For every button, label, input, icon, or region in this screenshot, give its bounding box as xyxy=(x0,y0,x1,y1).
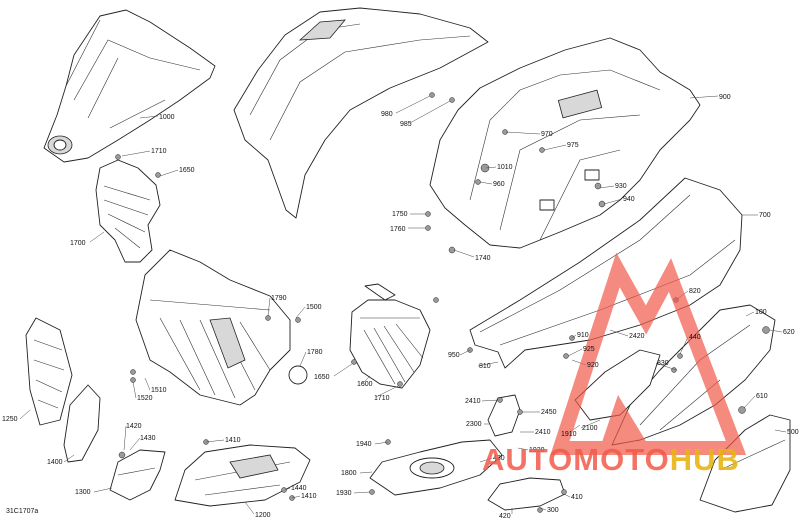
part-side-skirt xyxy=(574,349,661,421)
part-rear-body xyxy=(429,37,701,249)
callout-label: 2410 xyxy=(535,429,551,436)
callout-label: 1710 xyxy=(151,148,167,155)
callout-label: 1650 xyxy=(314,374,330,381)
part-lower-bumper xyxy=(109,449,166,501)
callout-labels: 1000 1710 1650 1700 1790 1500 1780 1510 … xyxy=(2,94,799,520)
callout-label: 975 xyxy=(567,142,579,149)
callout-label: 1700 xyxy=(70,240,86,247)
part-lower-guard xyxy=(487,477,566,511)
callout-label: 940 xyxy=(623,196,635,203)
callout-label: 1410 xyxy=(301,493,317,500)
callout-label: 830 xyxy=(657,360,669,367)
part-front-nose-cover xyxy=(43,9,216,163)
callout-label: 900 xyxy=(719,94,731,101)
callout-label: 700 xyxy=(759,212,771,219)
callout-label: 1300 xyxy=(75,489,91,496)
part-grille-insert xyxy=(349,283,431,389)
callout-label: 820 xyxy=(689,288,701,295)
callout-label: 1440 xyxy=(291,485,307,492)
part-left-side-panel xyxy=(25,317,101,463)
callout-label: 300 xyxy=(547,507,559,514)
callout-label: 1430 xyxy=(140,435,156,442)
callout-label: 1000 xyxy=(159,114,175,121)
callout-label: 1930 xyxy=(336,490,352,497)
watermark-text-part2: HUB xyxy=(669,442,740,477)
watermark-logo xyxy=(550,252,747,455)
callout-label: 620 xyxy=(783,329,795,336)
callout-label: 100 xyxy=(755,309,767,316)
callout-label: 1420 xyxy=(126,423,142,430)
callout-label: 1710 xyxy=(374,395,390,402)
callout-label: 1650 xyxy=(179,167,195,174)
callout-label: 930 xyxy=(615,183,627,190)
callout-label: 1010 xyxy=(497,164,513,171)
callout-label: 410 xyxy=(571,494,583,501)
callout-label: 1600 xyxy=(357,381,373,388)
callout-label: 985 xyxy=(400,121,412,128)
leader-lines xyxy=(19,95,787,515)
callout-label: 500 xyxy=(787,429,799,436)
callout-label: 2420 xyxy=(629,333,645,340)
callout-label: 960 xyxy=(493,181,505,188)
callout-label: 920 xyxy=(587,362,599,369)
watermark-text-part1: AUTOMOTO xyxy=(482,442,670,477)
part-seat xyxy=(469,177,743,369)
callout-label: 2100 xyxy=(582,425,598,432)
callout-label: 1780 xyxy=(307,349,323,356)
callout-label: 430 xyxy=(493,455,505,462)
callout-label: 1750 xyxy=(392,211,408,218)
callout-label: 610 xyxy=(756,393,768,400)
callout-label: 970 xyxy=(541,131,553,138)
diagram-code: 31C1707a xyxy=(6,508,39,515)
callout-label: 910 xyxy=(577,332,589,339)
callout-label: 1760 xyxy=(390,226,406,233)
callout-label: 980 xyxy=(381,111,393,118)
callout-label: 1250 xyxy=(2,416,18,423)
callout-label: 1800 xyxy=(341,470,357,477)
callout-label: 1920 xyxy=(529,447,545,454)
callout-label: 440 xyxy=(689,334,701,341)
part-round-cap xyxy=(288,365,308,385)
callout-label: 1520 xyxy=(137,395,153,402)
callout-label: 1940 xyxy=(356,441,372,448)
fasteners xyxy=(115,92,770,513)
callout-label: 1500 xyxy=(306,304,322,311)
part-hood xyxy=(233,7,489,219)
callout-label: 950 xyxy=(448,352,460,359)
callout-label: 1510 xyxy=(151,387,167,394)
callout-label: 1910 xyxy=(561,431,577,438)
part-side-cover xyxy=(174,444,311,507)
watermark-text: AUTOMOTOHUB xyxy=(482,442,740,478)
callout-label: 2300 xyxy=(466,421,482,428)
callout-label: 1790 xyxy=(271,295,287,302)
part-front-grille xyxy=(135,249,291,406)
callout-label: 2450 xyxy=(541,409,557,416)
callout-label: 1410 xyxy=(225,437,241,444)
callout-label: 1740 xyxy=(475,255,491,262)
callout-label: 420 xyxy=(499,513,511,520)
part-bracket xyxy=(487,394,521,437)
part-floor-tray xyxy=(369,439,503,496)
part-shroud-left xyxy=(95,159,161,263)
callout-label: 1400 xyxy=(47,459,63,466)
callout-label: 925 xyxy=(583,346,595,353)
callout-label: 2410 xyxy=(465,398,481,405)
callout-label: 810 xyxy=(479,363,491,370)
callout-label: 1200 xyxy=(255,512,271,519)
